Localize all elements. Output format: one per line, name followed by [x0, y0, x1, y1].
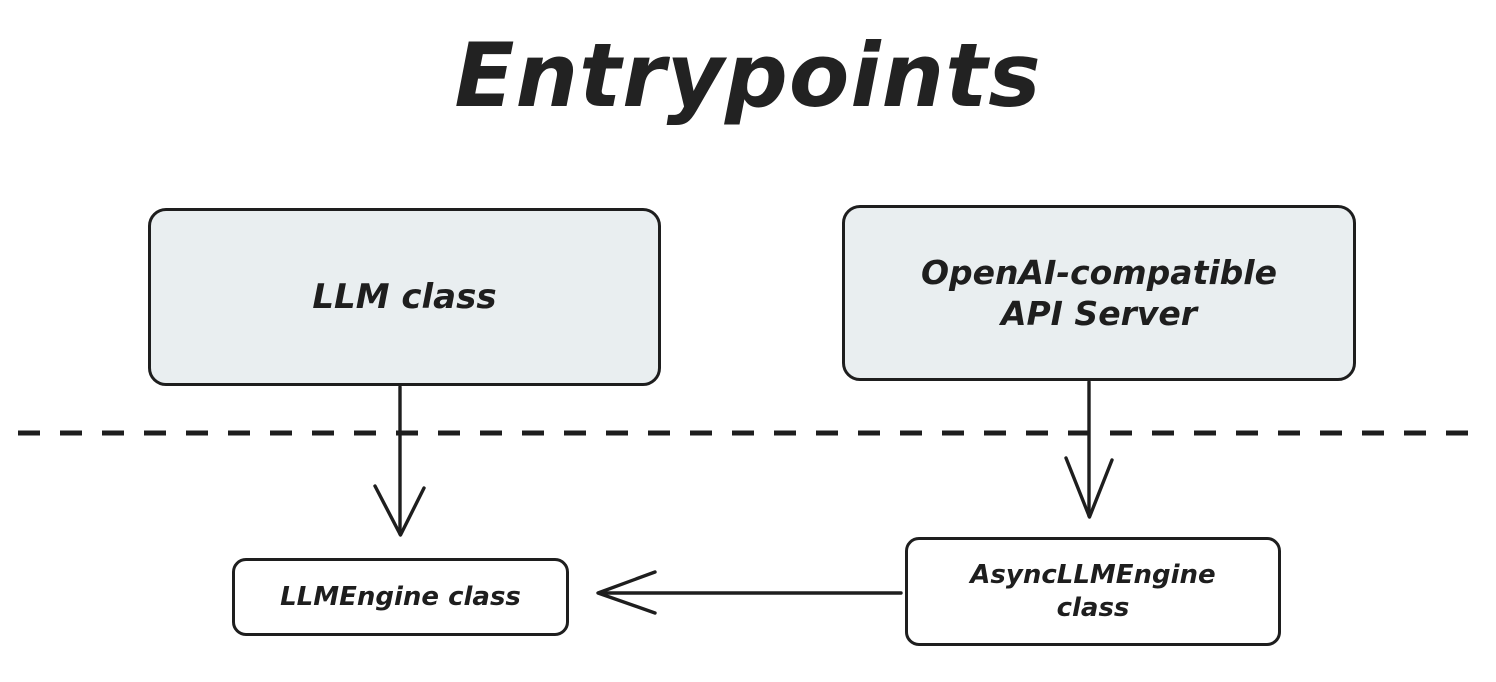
- arrow-apiserver-to-asyncllmengine: [1064, 380, 1114, 519]
- node-llm-class[interactable]: LLM class: [148, 208, 661, 386]
- page-title: Entrypoints: [454, 24, 1042, 127]
- arrow-llm-to-llmengine: [373, 385, 426, 537]
- node-asyncllmengine-class-label: AsyncLLMEngine class: [970, 560, 1216, 623]
- node-asyncllmengine-class[interactable]: AsyncLLMEngine class: [905, 537, 1281, 646]
- node-llmengine-class[interactable]: LLMEngine class: [232, 558, 569, 636]
- arrow-asyncllmengine-to-llmengine: [596, 570, 903, 615]
- node-openai-compatible-api-server-label: OpenAI-compatible API Server: [921, 252, 1277, 333]
- node-llmengine-class-label: LLMEngine class: [280, 581, 521, 612]
- node-llm-class-label: LLM class: [312, 276, 497, 317]
- node-openai-compatible-api-server[interactable]: OpenAI-compatible API Server: [842, 205, 1356, 381]
